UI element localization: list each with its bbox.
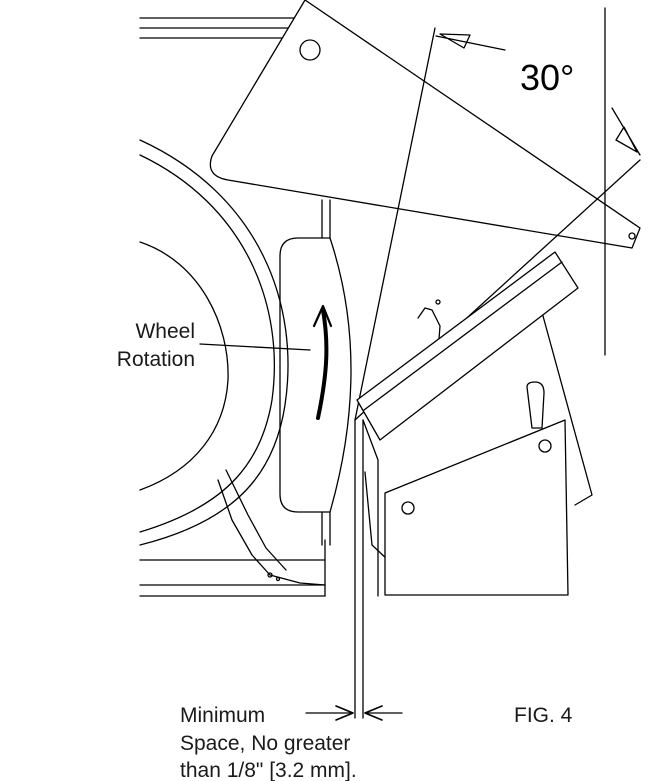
top-plate <box>209 0 641 249</box>
rotation-arrow <box>316 308 329 420</box>
lower-clamp-plate <box>384 419 569 596</box>
guard-tabs <box>321 199 331 546</box>
angle-arrowhead-right <box>615 126 638 153</box>
grinding-wheel <box>139 139 289 546</box>
tool-rest-bar <box>356 251 579 441</box>
angle-label: 30° <box>520 57 574 98</box>
top-plate-hole <box>299 39 321 61</box>
rotation-arrowhead <box>312 304 333 328</box>
wheel-label-line1: Wheel <box>135 320 195 343</box>
minimum-space-indicator <box>305 705 403 721</box>
figure-label: FIG. 4 <box>514 704 573 727</box>
wheel-guard <box>279 237 352 513</box>
lower-housing <box>139 469 326 597</box>
top-frame-rail <box>139 17 301 39</box>
minimum-space-label-line1: Minimum <box>180 704 265 727</box>
wheel-label-line2: Rotation <box>117 348 195 371</box>
minimum-space-label-line3: than 1/8" [3.2 mm]. <box>180 759 357 781</box>
clamp-plate-hole <box>401 501 415 515</box>
support-bracket <box>364 299 593 561</box>
angle-arrowhead-left <box>439 33 471 49</box>
clamp-plate-hole <box>538 439 552 453</box>
tool-rest-bar-edge <box>363 261 563 411</box>
top-plate-hole <box>628 232 636 240</box>
minimum-space-label-line2: Space, No greater <box>180 732 350 755</box>
blade-gap <box>354 419 379 719</box>
wheel-leader-line <box>199 343 311 351</box>
